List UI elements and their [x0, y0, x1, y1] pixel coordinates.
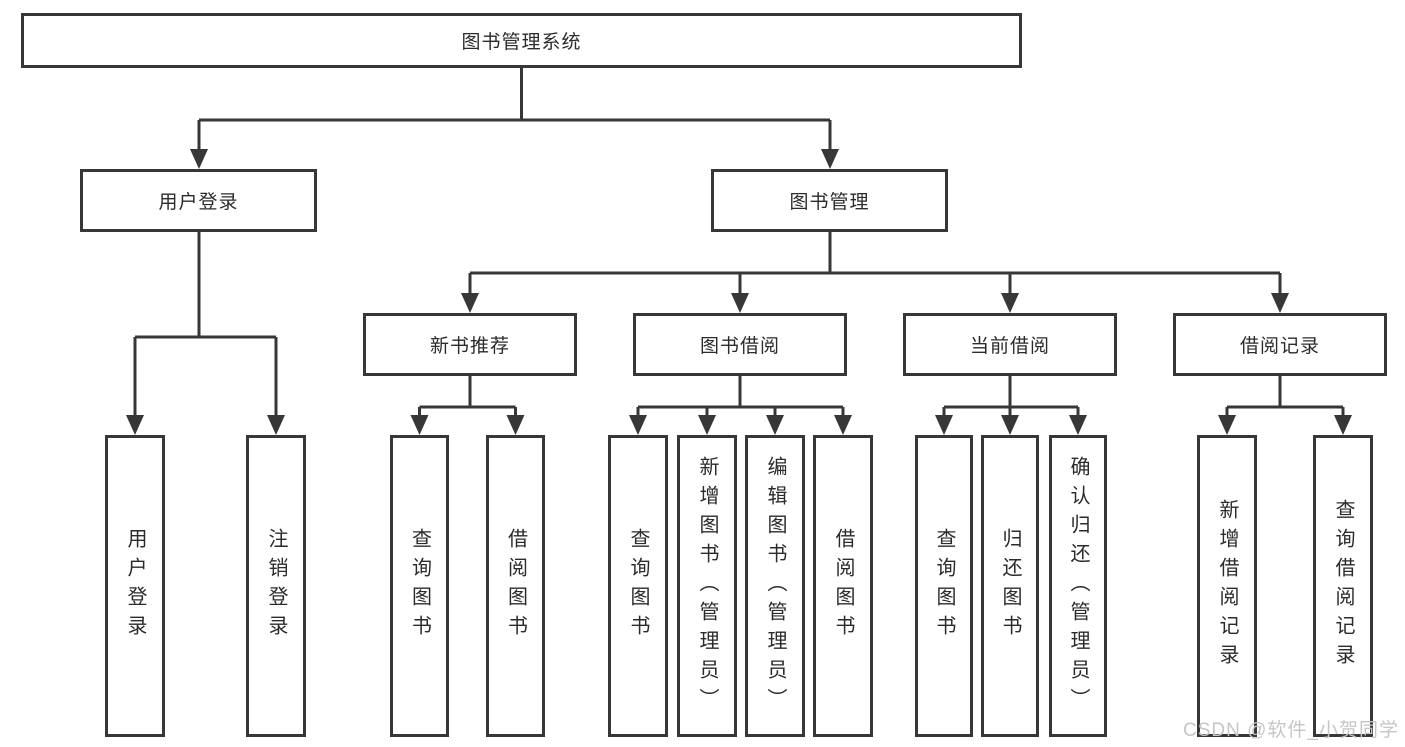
- leaf-label: 查询借阅记录: [1332, 499, 1354, 673]
- node-label: 当前借阅: [969, 336, 1050, 357]
- leaf-query-books-borrowing: 查询图书: [608, 435, 668, 737]
- leaf-user-login: 用户登录: [105, 435, 165, 737]
- leaf-borrow-books-recommend: 借阅图书: [486, 435, 545, 737]
- node-new-book-recommendation: 新书推荐: [363, 313, 577, 376]
- node-label: 图书管理系统: [461, 32, 582, 53]
- leaf-label: 查询图书: [408, 528, 431, 644]
- leaf-query-books-current: 查询图书: [915, 435, 973, 737]
- leaf-label: 新增借阅记录: [1216, 499, 1238, 673]
- node-user-login: 用户登录: [80, 169, 317, 232]
- leaf-label: 借阅图书: [832, 528, 854, 644]
- leaf-query-books-recommend: 查询图书: [390, 435, 449, 737]
- leaf-borrow-books: 借阅图书: [813, 435, 873, 737]
- node-borrowing-records: 借阅记录: [1173, 313, 1387, 376]
- leaf-label: 注销登录: [265, 528, 287, 644]
- leaf-add-borrow-record: 新增借阅记录: [1197, 435, 1257, 737]
- leaf-confirm-return-admin: 确认归还（管理员）: [1049, 435, 1107, 737]
- node-label: 借阅记录: [1239, 336, 1320, 357]
- node-library-management-system: 图书管理系统: [21, 13, 1022, 68]
- csdn-watermark: CSDN @软件_小贺同学: [1183, 720, 1399, 741]
- node-label: 用户登录: [158, 192, 239, 213]
- node-label: 新书推荐: [429, 336, 510, 357]
- leaf-logout: 注销登录: [246, 435, 306, 737]
- leaf-label: 借阅图书: [504, 528, 527, 644]
- leaf-label: 归还图书: [999, 528, 1021, 644]
- leaf-label: 查询图书: [627, 528, 649, 644]
- leaf-label: 新增图书（管理员）: [696, 455, 718, 717]
- node-book-management: 图书管理: [711, 169, 948, 232]
- leaf-add-books-admin: 新增图书（管理员）: [677, 435, 737, 737]
- leaf-label: 查询图书: [933, 528, 955, 644]
- node-label: 图书管理: [789, 192, 870, 213]
- leaf-return-books: 归还图书: [981, 435, 1039, 737]
- node-current-borrowing: 当前借阅: [903, 313, 1117, 376]
- leaf-label: 编辑图书（管理员）: [764, 455, 786, 717]
- leaf-edit-books-admin: 编辑图书（管理员）: [745, 435, 805, 737]
- node-label: 图书借阅: [699, 336, 780, 357]
- leaf-label: 确认归还（管理员）: [1067, 455, 1089, 717]
- leaf-query-borrow-record: 查询借阅记录: [1313, 435, 1373, 737]
- node-book-borrowing: 图书借阅: [633, 313, 847, 376]
- leaf-label: 用户登录: [124, 528, 146, 644]
